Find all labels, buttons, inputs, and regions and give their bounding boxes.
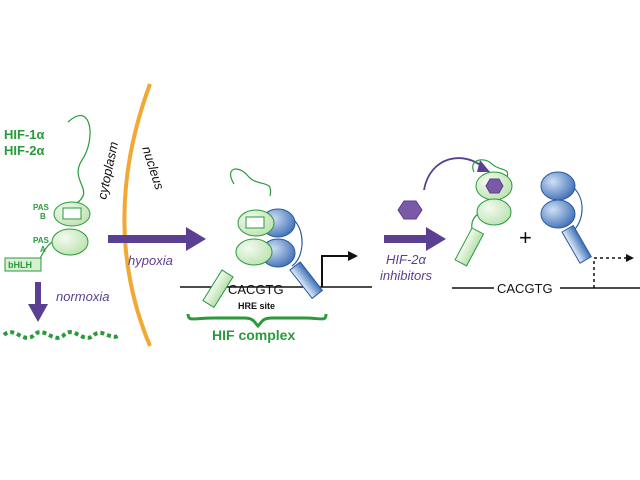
- hre-site-label: HRE site: [238, 301, 275, 311]
- hif-pas-b-box-middle: [245, 216, 265, 229]
- pas-a-label: PAS: [33, 236, 50, 245]
- hif-complex-brace: [186, 313, 328, 329]
- binding-curve-arrow: [423, 157, 485, 191]
- hexagon-inhibitor-icon: [397, 200, 423, 220]
- arnt-bhlh-middle: [289, 261, 324, 300]
- blocked-transcription-arrow-icon: [593, 257, 628, 288]
- inhibitors-label-line1: HIF-2α: [386, 252, 427, 267]
- bhlh-label: bHLH: [8, 260, 32, 270]
- degradation-squiggle-icon: [2, 330, 119, 340]
- pas-a-domain-left: [51, 228, 89, 256]
- cytoplasm-label: cytoplasm: [94, 140, 121, 201]
- nuclear-membrane: [122, 83, 152, 347]
- dna-sequence-right: CACGTG: [497, 281, 553, 296]
- arnt-pas-a-right: [540, 199, 576, 229]
- hif-pas-a-right: [476, 198, 512, 226]
- inhibitors-label-line2: inhibitors: [380, 268, 433, 283]
- inhibitor-arrow-shaft: [384, 235, 428, 243]
- pas-a-letter: A: [40, 245, 46, 254]
- arnt-linker-middle: [291, 219, 303, 267]
- hif-bhlh-right: [454, 227, 485, 267]
- pas-b-label: PAS: [33, 203, 50, 212]
- pas-b-inner-box: [62, 207, 82, 220]
- hif2-alpha-label: HIF-2α: [4, 143, 45, 158]
- blocked-transcription-arrow-head: [626, 254, 634, 262]
- hif1-alpha-label: HIF-1α: [4, 127, 45, 142]
- hif-tail-left: [67, 115, 91, 206]
- hif-tail-middle: [229, 168, 272, 197]
- inhibitor-arrow-head: [426, 227, 446, 251]
- dna-label-bg: [494, 281, 560, 295]
- normoxia-label: normoxia: [56, 289, 109, 304]
- pas-b-letter: B: [40, 212, 46, 221]
- arnt-bhlh-right: [561, 224, 592, 264]
- normoxia-arrow-head: [28, 304, 48, 322]
- transcription-arrow-icon: [321, 255, 350, 287]
- bhlh-box: [4, 257, 42, 272]
- hif-complex-label: HIF complex: [212, 327, 295, 343]
- arnt-pas-b-right: [540, 171, 576, 201]
- hif-pas-a-middle: [235, 238, 273, 266]
- plus-sign: +: [519, 225, 532, 250]
- hypoxia-arrow-shaft: [108, 235, 188, 243]
- hre-sequence-label: CACGTG: [228, 282, 284, 297]
- hypoxia-arrow-head: [186, 227, 206, 251]
- hypoxia-label: hypoxia: [128, 253, 173, 268]
- hif-tail-right: [472, 159, 509, 181]
- bound-inhibitor-icon: [485, 178, 504, 194]
- binding-arrow-head: [477, 160, 490, 172]
- hif-bhlh-middle: [202, 269, 234, 309]
- transcription-arrow-head: [348, 251, 358, 261]
- nucleus-label: nucleus: [139, 144, 167, 192]
